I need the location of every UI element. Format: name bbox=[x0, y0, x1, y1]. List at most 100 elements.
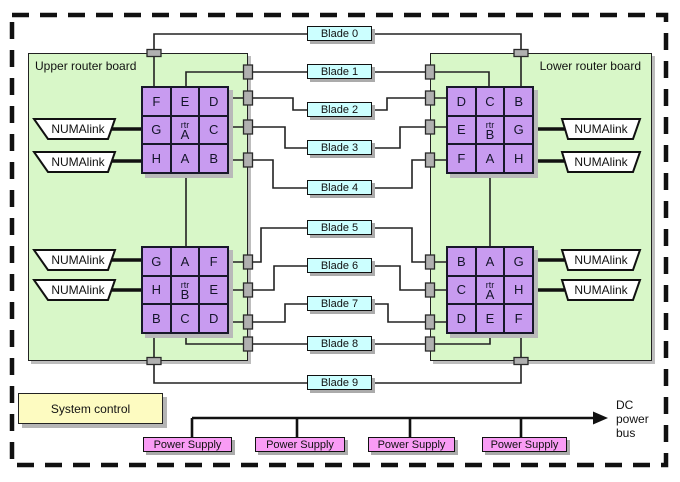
numalink-connector-shape bbox=[560, 151, 642, 173]
wire-blade4-left bbox=[229, 159, 307, 189]
power-supply-box: Power Supply bbox=[368, 437, 455, 452]
port-connector bbox=[424, 90, 436, 106]
router-cell: H bbox=[505, 145, 532, 172]
wire-blade5-left bbox=[229, 227, 307, 263]
router-cell: G bbox=[505, 248, 532, 275]
power-supply-box: Power Supply bbox=[482, 437, 567, 452]
numalink-connector-shape bbox=[560, 249, 642, 271]
router-cell: D bbox=[200, 305, 227, 332]
port-connector bbox=[424, 254, 436, 270]
router-cell: C bbox=[171, 305, 199, 332]
wire-blade6-left bbox=[229, 265, 307, 291]
numalink-label: NUMAlink bbox=[51, 155, 105, 169]
port-connector bbox=[146, 356, 162, 366]
dc-power-bus-line2: power bbox=[616, 412, 649, 426]
lower-router-board-label: Lower router board bbox=[539, 59, 641, 73]
numalink-label: NUMAlink bbox=[51, 253, 105, 267]
wire-blade1-right bbox=[372, 71, 490, 86]
router-cell: C bbox=[476, 88, 504, 115]
port-connector bbox=[242, 119, 254, 135]
router-cell: B bbox=[448, 248, 475, 275]
wire-blade7-left bbox=[229, 303, 307, 323]
router-center-prefix: rtr bbox=[485, 119, 495, 130]
router-cell: B bbox=[505, 88, 532, 115]
port-connector bbox=[513, 356, 529, 366]
router-grid-lower-right: B A G C rtr A H D E F bbox=[446, 246, 534, 334]
blade-1-box: Blade 1 bbox=[307, 64, 372, 79]
wire-blade3-right bbox=[372, 126, 446, 149]
port-connector bbox=[242, 64, 254, 80]
router-cell: D bbox=[448, 88, 475, 115]
dc-power-bus-label: DC power bus bbox=[616, 398, 649, 440]
router-grid-upper-right: D C B E rtr B G F A H bbox=[446, 86, 534, 174]
router-cell: B bbox=[143, 305, 170, 332]
dc-power-bus-line3: bus bbox=[616, 426, 636, 440]
port-connector bbox=[424, 336, 436, 352]
numalink-connector-shape bbox=[32, 249, 117, 271]
board-ports bbox=[146, 48, 529, 366]
router-center-prefix: rtr bbox=[180, 279, 190, 290]
router-grid-lower-left: G A F H rtr B E B C D bbox=[141, 246, 229, 334]
numalink-label: NUMAlink bbox=[51, 122, 105, 136]
router-cell: E bbox=[448, 116, 475, 144]
numalink-label: NUMAlink bbox=[574, 122, 628, 136]
router-center-cell: rtr B bbox=[476, 116, 504, 144]
numalink-connector-shape bbox=[32, 118, 117, 140]
port-connector bbox=[242, 152, 254, 168]
port-connector bbox=[242, 254, 254, 270]
numalink-connector-shape bbox=[32, 151, 117, 173]
router-center-cell: rtr A bbox=[476, 276, 504, 304]
wire-blade2-right bbox=[372, 97, 446, 111]
dc-power-bus-arrowhead bbox=[593, 411, 608, 425]
dc-power-bus bbox=[190, 416, 594, 437]
router-cell: H bbox=[143, 145, 170, 172]
blade-0-box: Blade 0 bbox=[307, 26, 372, 41]
wire-blade3-left bbox=[229, 126, 307, 149]
port-connector bbox=[513, 48, 529, 58]
blade-4-box: Blade 4 bbox=[307, 180, 372, 195]
port-connector bbox=[424, 152, 436, 168]
router-cell: A bbox=[476, 145, 504, 172]
blade-7-box: Blade 7 bbox=[307, 296, 372, 311]
port-connector bbox=[424, 119, 436, 135]
port-connector bbox=[424, 314, 436, 330]
wire-blade7-right bbox=[372, 303, 446, 323]
numalink-label: NUMAlink bbox=[574, 253, 628, 267]
router-cell: G bbox=[143, 248, 170, 275]
upper-router-board-label: Upper router board bbox=[35, 59, 137, 73]
blade-5-box: Blade 5 bbox=[307, 220, 372, 235]
router-cell: F bbox=[200, 248, 227, 275]
wire-blade0-right bbox=[372, 33, 522, 86]
blade-9-box: Blade 9 bbox=[307, 375, 372, 390]
router-cell: H bbox=[505, 276, 532, 304]
router-cell: C bbox=[448, 276, 475, 304]
port-connector bbox=[146, 48, 162, 58]
router-cell: D bbox=[200, 88, 227, 115]
system-control-box: System control bbox=[18, 393, 163, 424]
router-center-cell: rtr A bbox=[171, 116, 199, 144]
router-cell: E bbox=[476, 305, 504, 332]
router-cell: C bbox=[200, 116, 227, 144]
router-cell: F bbox=[448, 145, 475, 172]
chassis-dashed-border bbox=[9, 12, 669, 468]
blade-3-box: Blade 3 bbox=[307, 140, 372, 155]
numalink-connector-shape bbox=[32, 279, 117, 301]
router-center-letter: A bbox=[485, 286, 495, 302]
power-supply-box: Power Supply bbox=[255, 437, 345, 452]
router-center-letter: B bbox=[485, 126, 495, 142]
router-center-cell: rtr B bbox=[171, 276, 199, 304]
port-connector bbox=[242, 90, 254, 106]
router-cell: A bbox=[476, 248, 504, 275]
numalink-connector-shape bbox=[560, 118, 642, 140]
router-grid-upper-left: F E D G rtr A C H A B bbox=[141, 86, 229, 174]
port-connector bbox=[424, 282, 436, 298]
router-center-prefix: rtr bbox=[485, 279, 495, 290]
numalink-shapes bbox=[32, 118, 642, 301]
wire-blade9-left bbox=[153, 334, 307, 384]
router-cell: A bbox=[171, 145, 199, 172]
port-connector bbox=[242, 282, 254, 298]
router-cell: E bbox=[171, 88, 199, 115]
router-cell: B bbox=[200, 145, 227, 172]
